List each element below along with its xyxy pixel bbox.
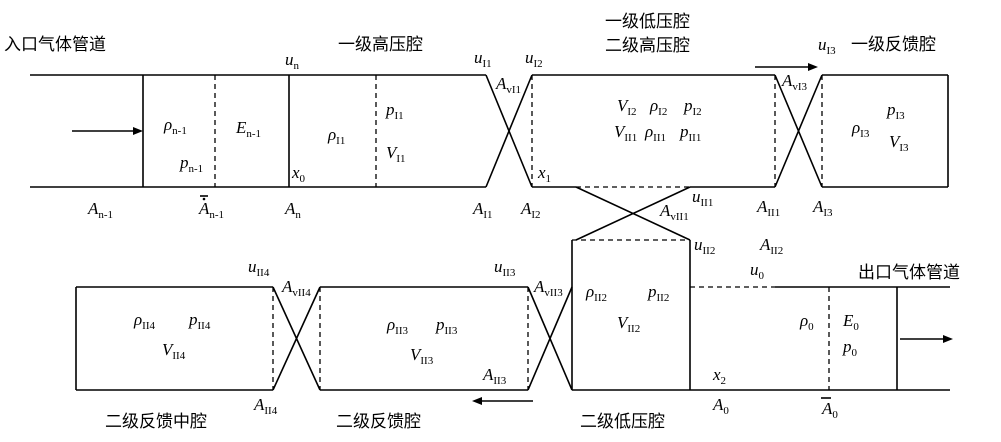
symbol-A-II1: AII1 <box>756 197 780 219</box>
symbol-V-I3: VI3 <box>889 132 909 154</box>
symbol-p-II3: pII3 <box>435 315 458 337</box>
feedback2-arrow <box>472 397 533 405</box>
symbol-A-n: An <box>284 199 301 221</box>
symbol-A-n1-dot: An-1 <box>198 199 224 221</box>
symbol-A-0: A0 <box>712 395 729 417</box>
title-inlet-pipe: 入口气体管道 <box>4 35 106 55</box>
symbol-p-II1: pII1 <box>679 122 701 144</box>
symbol-V-II1: VII1 <box>614 122 637 144</box>
symbol-u-II3: uII3 <box>494 257 516 279</box>
symbol-A-II3: AII3 <box>482 365 507 387</box>
title-stage2-lp: 二级低压腔 <box>580 412 665 432</box>
title-outlet-pipe: 出口气体管道 <box>858 263 960 283</box>
symbol-u-II1: uII1 <box>692 187 713 209</box>
symbol-rho-II1: ρII1 <box>644 122 666 144</box>
inlet-arrow <box>72 127 143 135</box>
symbol-rho-0: ρ0 <box>799 311 814 333</box>
symbol-V-II2: VII2 <box>617 313 640 335</box>
symbol-A-n1: An-1 <box>87 199 113 221</box>
outlet-arrow <box>900 335 953 343</box>
symbol-u-II4: uII4 <box>248 257 270 279</box>
symbol-p-n1: pn-1 <box>179 153 203 175</box>
symbol-A-vII4: AvII4 <box>281 277 311 299</box>
symbol-u-II2: uII2 <box>694 235 715 257</box>
symbol-rho-II4: ρII4 <box>133 310 155 332</box>
symbol-V-II3: VII3 <box>410 345 434 367</box>
symbol-u-0: u0 <box>750 260 765 282</box>
symbol-u-I3: uI3 <box>818 35 836 57</box>
symbol-x-2: x2 <box>712 365 726 387</box>
dot-mark-A-n1 <box>200 195 208 201</box>
symbol-u-I1: uI1 <box>474 48 492 70</box>
top-row-structure <box>30 74 949 188</box>
symbol-p-I1: pI1 <box>385 100 404 122</box>
symbol-p-I3: pI3 <box>886 100 905 122</box>
symbol-A-I2: AI2 <box>520 199 541 221</box>
bottom-row-structure <box>75 239 950 391</box>
symbol-A-vI3: AvI3 <box>781 71 808 93</box>
symbol-p-0: p0 <box>842 337 858 359</box>
valve-vII1-cross <box>575 186 691 241</box>
symbol-rho-I3: ρI3 <box>851 118 870 140</box>
symbol-A-vI1: AvI1 <box>495 74 521 96</box>
symbol-rho-II2: ρII2 <box>585 282 607 304</box>
title-stage2-hp: 二级高压腔 <box>605 36 690 56</box>
symbol-x-0: x0 <box>291 163 306 185</box>
feedback1-arrow <box>755 63 818 71</box>
symbol-rho-I1: ρI1 <box>327 125 345 147</box>
symbol-V-I2: VI2 <box>617 96 637 118</box>
symbol-x-1: x1 <box>537 163 551 185</box>
symbol-A-vII1: AvII1 <box>659 201 689 223</box>
title-stage2-fb-mid: 二级反馈中腔 <box>105 412 207 432</box>
symbol-A-I3: AI3 <box>812 197 833 219</box>
symbol-u-I2: uI2 <box>525 48 543 70</box>
symbol-A-II2: AII2 <box>759 235 783 257</box>
title-stage1-hp: 一级高压腔 <box>338 35 423 55</box>
symbol-A-I1: AI1 <box>472 199 493 221</box>
symbol-A-II4: AII4 <box>253 395 278 417</box>
symbol-u-n: un <box>285 50 300 72</box>
title-stage1-fb: 一级反馈腔 <box>851 35 936 55</box>
symbol-rho-I2: ρI2 <box>649 96 667 118</box>
symbol-A-vII3: AvII3 <box>533 277 563 299</box>
symbol-V-I1: VI1 <box>386 143 406 165</box>
title-stage2-fb: 二级反馈腔 <box>336 412 421 432</box>
symbol-A-0-bar: A0 <box>821 399 838 421</box>
symbol-E-0: E0 <box>842 311 859 333</box>
symbol-E-n1: En-1 <box>235 118 261 140</box>
symbol-rho-II3: ρII3 <box>386 315 408 337</box>
symbol-V-II4: VII4 <box>162 340 186 362</box>
symbol-rho-n1: ρn-1 <box>163 115 187 137</box>
symbol-p-II2: pII2 <box>647 282 669 304</box>
symbol-p-II4: pII4 <box>188 310 211 332</box>
symbol-p-I2: pI2 <box>683 96 702 118</box>
title-stage1-lp: 一级低压腔 <box>605 12 690 32</box>
